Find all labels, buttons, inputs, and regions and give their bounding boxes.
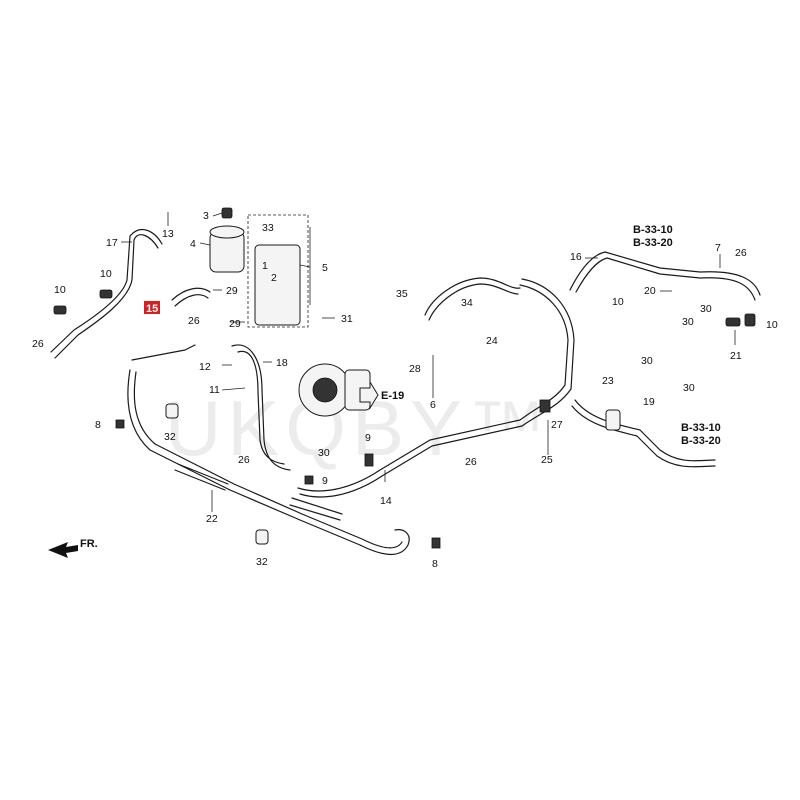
ref-e19: E-19	[381, 390, 404, 402]
callout-1: 1	[262, 260, 268, 272]
callout-23: 23	[602, 375, 614, 387]
callout-32: 32	[256, 556, 268, 568]
callout-15: 15	[146, 303, 158, 315]
callout-32: 32	[164, 431, 176, 443]
callout-29: 29	[229, 318, 241, 330]
callout-30: 30	[641, 355, 653, 367]
leader-lines	[121, 212, 736, 512]
callout-34: 34	[461, 297, 473, 309]
callout-27: 27	[551, 419, 563, 431]
callout-6: 6	[430, 399, 436, 411]
hose-clamp	[53, 305, 67, 315]
callout-14: 14	[380, 495, 392, 507]
callout-33: 33	[262, 222, 274, 234]
ref-b3310-top: B-33-10	[633, 224, 673, 236]
callout-labels: 3 4 17 13 10 10 33 1 5 2 29 29 26 26 31 …	[32, 210, 778, 570]
callout-2: 2	[271, 272, 277, 284]
callout-9: 9	[322, 475, 328, 487]
parts	[53, 207, 756, 549]
callout-11: 11	[209, 384, 220, 396]
callout-17: 17	[106, 237, 118, 249]
callout-16: 16	[570, 251, 582, 263]
callout-4: 4	[190, 238, 196, 250]
callout-35: 35	[396, 288, 408, 300]
callout-26: 26	[32, 338, 44, 350]
callout-7: 7	[715, 242, 721, 254]
callout-28: 28	[409, 363, 421, 375]
callout-3: 3	[203, 210, 209, 222]
front-indicator: FR.	[48, 538, 98, 558]
front-arrow-icon	[48, 542, 78, 558]
callout-10: 10	[766, 319, 778, 331]
reservoir-cap	[221, 207, 233, 219]
reference-codes: E-19 B-33-10 B-33-20 B-33-10 B-33-20	[381, 224, 721, 447]
callout-30: 30	[682, 316, 694, 328]
front-label: FR.	[80, 538, 98, 550]
highlight-box	[144, 301, 160, 314]
callout-10: 10	[54, 284, 66, 296]
callout-26: 26	[465, 456, 477, 468]
ref-b3320-top: B-33-20	[633, 237, 673, 249]
callout-29: 29	[226, 285, 238, 297]
ref-arrow-icon	[359, 380, 379, 410]
callout-31: 31	[341, 313, 353, 325]
callout-25: 25	[541, 454, 553, 466]
callout-30: 30	[700, 303, 712, 315]
callout-26: 26	[238, 454, 250, 466]
callout-10: 10	[100, 268, 112, 280]
ref-b3310-right: B-33-10	[681, 422, 721, 434]
callout-24: 24	[486, 335, 498, 347]
callout-5: 5	[322, 262, 328, 274]
callout-13: 13	[162, 228, 174, 240]
callout-30: 30	[683, 382, 695, 394]
callout-26: 26	[188, 315, 200, 327]
reservoir-bracket	[254, 244, 301, 326]
callout-26: 26	[735, 247, 747, 259]
callout-9: 9	[365, 432, 371, 444]
callout-12: 12	[199, 361, 211, 373]
callout-8: 8	[432, 558, 438, 570]
callout-21: 21	[730, 350, 742, 362]
callout-22: 22	[206, 513, 218, 525]
callout-30: 30	[318, 447, 330, 459]
highlighted-callout: 15	[144, 301, 160, 315]
callout-8: 8	[95, 419, 101, 431]
callout-19: 19	[643, 396, 655, 408]
callout-10: 10	[612, 296, 624, 308]
callout-18: 18	[276, 357, 288, 369]
ref-b3320-right: B-33-20	[681, 435, 721, 447]
callout-20: 20	[644, 285, 656, 297]
